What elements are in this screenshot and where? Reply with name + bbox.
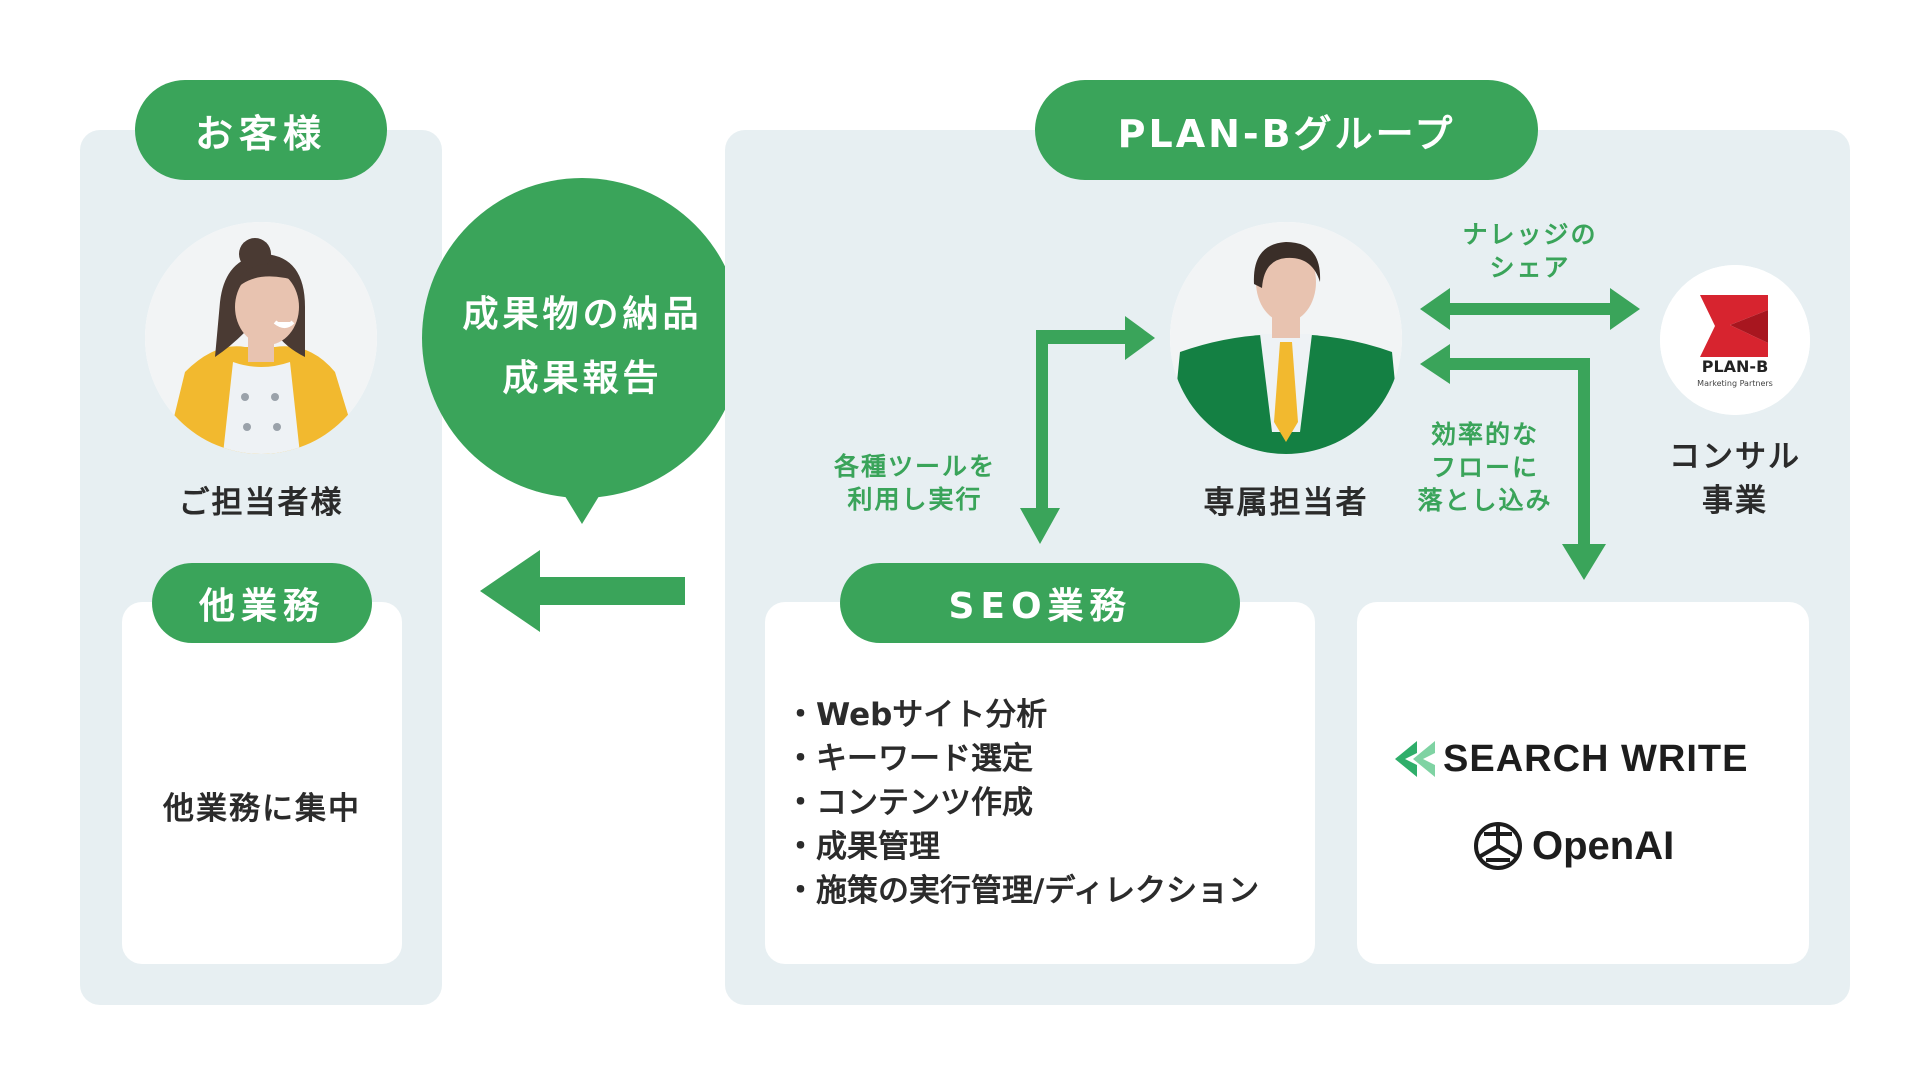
tools-note-line-1: 各種ツールを <box>833 452 996 481</box>
efficiency-note-line-3: 落とし込み <box>1417 486 1553 515</box>
planb-logo-icon <box>1660 265 1810 415</box>
openai-icon <box>1474 822 1522 870</box>
tools-note: 各種ツールを 利用し実行 <box>815 450 1015 516</box>
planb-logo-circle <box>1660 265 1810 415</box>
tools-arrow-icon <box>1020 316 1155 544</box>
seo-task-item: コンテンツ作成 <box>785 781 1305 825</box>
staff-person-label: 専属担当者 <box>1203 485 1369 521</box>
consulting-label-line-2: 事業 <box>1702 483 1768 519</box>
seo-task-item: 成果管理 <box>785 825 1305 869</box>
staff-avatar <box>1170 222 1402 454</box>
search-write-icon <box>1395 741 1435 777</box>
other-work-header: 他業務 <box>152 563 372 643</box>
speech-bubble-icon <box>422 178 742 524</box>
seo-header: SEO業務 <box>840 563 1240 643</box>
delivery-line-1: 成果物の納品 <box>462 294 703 335</box>
flow-arrow-icon <box>1420 344 1606 580</box>
search-write-logo: SEARCH WRITE <box>1395 735 1748 783</box>
openai-text: OpenAI <box>1532 823 1675 868</box>
arrow-left-icon <box>480 550 685 632</box>
efficiency-note-line-1: 効率的な <box>1430 420 1539 449</box>
knowledge-note-line-2: シェア <box>1489 253 1571 282</box>
tools-card <box>1357 602 1809 964</box>
double-arrow-icon <box>1420 288 1640 330</box>
seo-task-item: キーワード選定 <box>785 737 1305 781</box>
customer-person-label: ご担当者様 <box>178 485 344 521</box>
other-work-text: 他業務に集中 <box>163 791 361 827</box>
efficiency-note-line-2: フローに <box>1430 453 1539 482</box>
efficiency-note: 効率的な フローに 落とし込み <box>1405 418 1565 517</box>
planb-logo-subtext: Marketing Partners <box>1697 379 1773 388</box>
openai-logo: OpenAI <box>1470 818 1674 874</box>
seo-task-item: Webサイト分析 <box>785 693 1305 737</box>
seo-task-item: 施策の実行管理/ディレクション <box>785 869 1305 913</box>
knowledge-note-line-1: ナレッジの <box>1462 220 1598 249</box>
seo-task-list: Webサイト分析 キーワード選定 コンテンツ作成 成果管理 施策の実行管理/ディ… <box>785 693 1305 913</box>
consulting-label-line-1: コンサル <box>1669 439 1801 475</box>
planb-header: PLAN-Bグループ <box>1035 80 1538 180</box>
man-avatar-icon <box>1170 222 1402 454</box>
delivery-line-2: 成果報告 <box>502 358 663 399</box>
knowledge-share-note: ナレッジの シェア <box>1440 218 1620 284</box>
consulting-label: コンサル 事業 <box>1645 435 1825 523</box>
other-work-card <box>122 602 402 964</box>
customer-header: お客様 <box>135 80 387 180</box>
planb-logo-text: PLAN-B <box>1701 357 1769 376</box>
tools-note-line-2: 利用し実行 <box>847 485 983 514</box>
search-write-text: SEARCH WRITE <box>1443 737 1749 780</box>
customer-avatar <box>145 222 377 454</box>
woman-avatar-icon <box>145 222 377 454</box>
delivery-text: 成果物の納品 成果報告 <box>420 283 745 411</box>
